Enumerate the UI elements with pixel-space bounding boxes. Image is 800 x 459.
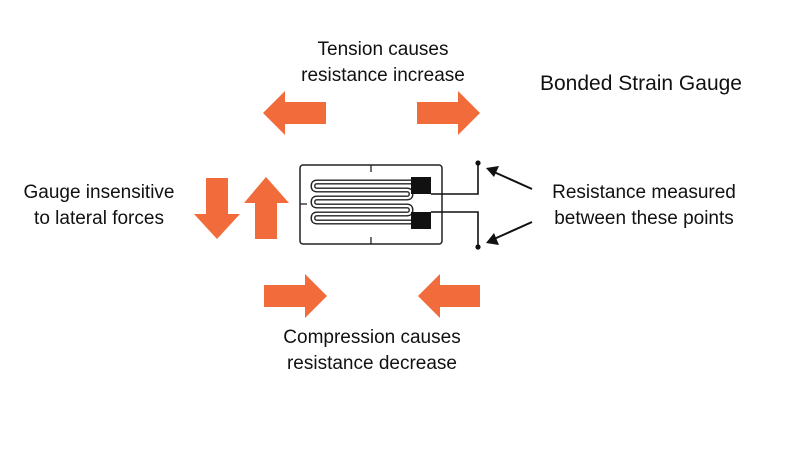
solder-tab-bottom	[411, 212, 431, 229]
tension-label-line2: resistance increase	[301, 65, 465, 86]
solder-tab-top	[411, 177, 431, 194]
tension-left-arrow-icon	[263, 91, 326, 135]
tension-right-arrow-icon	[417, 91, 480, 135]
lead-wire-top	[431, 164, 479, 195]
lateral-up-arrow-icon	[244, 177, 289, 239]
compression-right-arrow-icon	[264, 274, 327, 318]
lateral-label-line2: to lateral forces	[34, 208, 164, 229]
compression-label-line2: resistance decrease	[286, 353, 458, 374]
measure-label-line1: Resistance measured	[552, 182, 736, 203]
compression-left-arrow-icon	[418, 274, 480, 318]
lateral-label: Gauge insensitive to lateral forces	[4, 180, 194, 232]
measure-label-line2: between these points	[554, 208, 734, 229]
pointer-arrow-top	[486, 166, 533, 190]
tension-label: Tension causes resistance increase	[268, 37, 498, 89]
compression-label-line1: Compression causes	[283, 327, 461, 348]
diagram-title: Bonded Strain Gauge	[540, 72, 742, 95]
terminal-point-top	[475, 160, 481, 166]
lateral-down-arrow-icon	[194, 178, 240, 239]
compression-label: Compression causes resistance decrease	[252, 325, 492, 377]
strain-gauge	[299, 160, 481, 250]
terminal-point-bottom	[475, 244, 481, 250]
pointer-arrow-bottom	[486, 221, 533, 245]
tension-label-line1: Tension causes	[317, 39, 449, 60]
measure-label: Resistance measured between these points	[524, 180, 764, 232]
gauge-grid-inner	[311, 180, 413, 224]
lead-wire-bottom	[431, 211, 479, 246]
lateral-label-line1: Gauge insensitive	[23, 182, 175, 203]
